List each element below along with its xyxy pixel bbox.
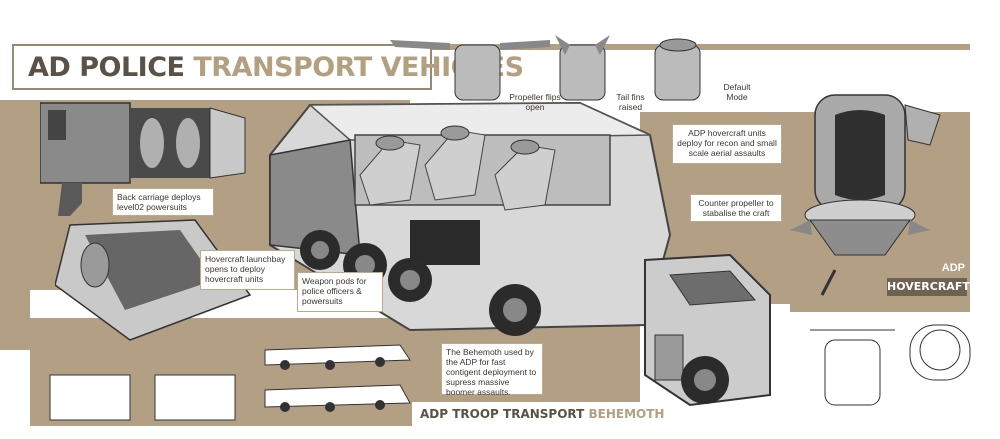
label-propeller-flips: Propeller flips open	[509, 92, 561, 112]
troop-label-part-1: ADP TROOP TRANSPORT	[420, 407, 585, 421]
back-carriage-illustration	[40, 102, 246, 216]
panel-left-lower	[0, 290, 30, 350]
title-box: AD POLICE TRANSPORT VEHICLES	[12, 44, 524, 90]
label-default-mode: Default Mode	[723, 82, 751, 102]
troop-transport-label: ADP TROOP TRANSPORT BEHEMOTH	[412, 402, 664, 426]
panel-right-lower	[790, 304, 970, 312]
hovercraft-name-bar: HOVERCRAFT	[887, 278, 970, 296]
note-launchbay: Hovercraft launchbay opens to deploy hov…	[200, 250, 295, 290]
hovercraft-illustration	[790, 94, 941, 296]
behemoth-vehicle-illustration	[269, 101, 771, 407]
note-hovercraft-units: ADP hovercraft units deploy for recon an…	[672, 124, 782, 164]
hovercraft-line-sketches	[810, 324, 971, 406]
note-counter-propeller: Counter propeller to stabalise the craft	[690, 194, 782, 222]
title-part-1: AD POLICE	[28, 52, 185, 83]
hovercraft-mode-sketches	[390, 35, 701, 101]
troop-label-part-2: BEHEMOTH	[588, 407, 665, 421]
hovercraft-adp-label: ADP	[941, 262, 965, 274]
label-tail-fins: Tail fins raised	[616, 92, 645, 112]
note-weapon-pods: Weapon pods for police officers & powers…	[297, 272, 383, 312]
note-back-carriage: Back carriage deploys level02 powersuits	[112, 188, 214, 216]
note-behemoth-description: The Behemoth used by the ADP for fast co…	[441, 343, 543, 397]
behemoth-line-sketches	[49, 344, 411, 421]
